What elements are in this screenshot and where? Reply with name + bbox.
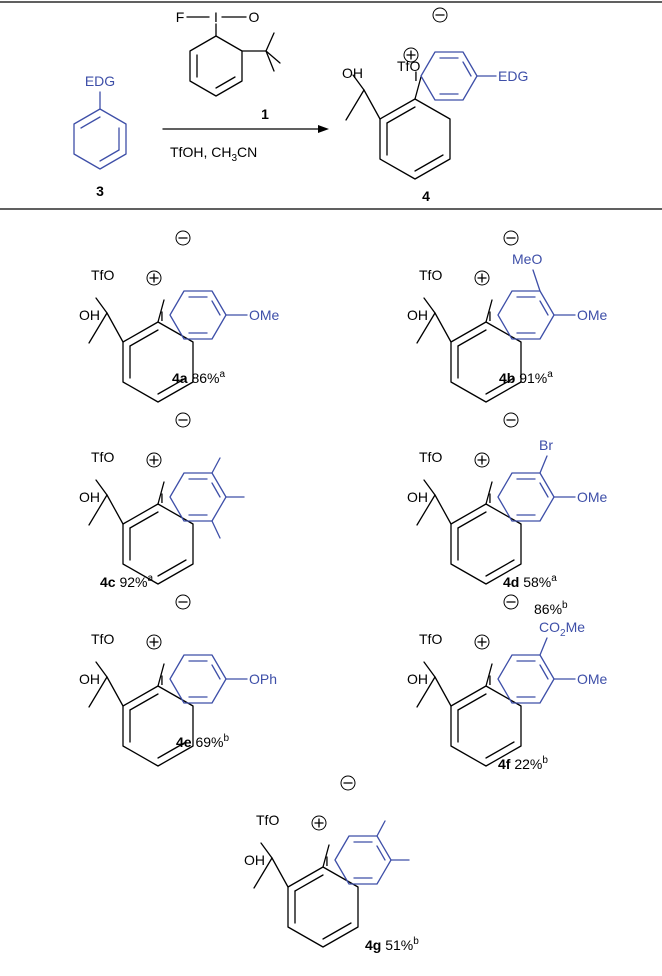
iodine: I [160,308,164,324]
hydroxyl: OH [244,852,265,868]
substrate-edg-label: EDG [85,73,115,89]
yield-label: 4a 86%a [172,369,226,386]
counterion: TfO [419,631,442,647]
substituent-para: OMe [577,671,608,687]
reaction-conditions: TfOH, CH3CN [170,144,257,164]
product-hydroxyl: OH [342,65,363,81]
substrate-number: 3 [96,183,104,199]
hydroxyl: OH [79,671,100,687]
substituent-ortho: MeO [512,251,542,267]
substituent-ortho: CO2Me [539,619,585,639]
reagent-oxygen: O [249,9,260,25]
reagent-fluorine: F [176,9,185,25]
compound-4f: I OH TfO OMe CO2Me 4f 22%b [407,594,608,772]
iodine: I [488,308,492,324]
hydroxyl: OH [407,489,428,505]
counterion: TfO [91,449,114,465]
substrate-ring [73,91,127,170]
substrate-3: EDG 3 [73,73,127,199]
iodine: I [488,490,492,506]
counterion: TfO [91,631,114,647]
product-iodine: I [414,68,418,84]
substituent-para: OMe [249,307,280,323]
product-edg-label: EDG [498,68,528,84]
yield-label: 4e 69%b [176,733,230,750]
iodine: I [160,672,164,688]
yield-label: 4f 22%b [498,755,548,772]
iodine: I [488,672,492,688]
iodine: I [325,853,329,869]
substituent-ortho: Br [539,437,553,453]
product-4: I OH TfO EDG 4 [342,7,528,204]
hydroxyl: OH [79,489,100,505]
hydroxyl: OH [79,307,100,323]
counterion: TfO [256,812,279,828]
counterion: TfO [419,267,442,283]
iodine: I [160,490,164,506]
substituent-para: OPh [249,671,277,687]
yield-label: 4g 51%b [365,936,419,953]
compound-4e: I OH TfO OPh 4e 69%b [79,594,277,767]
compound-4c: I OH TfO 4c 92%a [79,412,245,590]
product-number: 4 [422,188,430,204]
compound-4a: I OH TfO OMe 4a 86%a [79,230,280,403]
hydroxyl: OH [407,307,428,323]
yield-label: 4b 91%a [499,369,553,386]
yield-label-2: 86%b [534,600,568,617]
compound-4g: I OH TfO 4g 51%b [244,775,419,953]
reagent-number: 1 [261,106,269,122]
reaction-arrow [162,125,329,133]
product-counterion: TfO [397,58,420,74]
compound-4d: I OH TfO OMe Br 4d 58%a 86%b [407,412,608,617]
reagent-iodine: I [214,9,218,25]
reagent-1: F I O 1 [176,9,281,122]
hydroxyl: OH [407,671,428,687]
counterion: TfO [419,449,442,465]
substituent-para: OMe [577,489,608,505]
counterion: TfO [91,267,114,283]
substituent-para: OMe [577,307,608,323]
yield-label: 4c 92%a [100,573,154,590]
compound-4b: I OH TfO OMe MeO 4b 91%a [407,230,608,403]
yield-label: 4d 58%a [503,573,557,590]
